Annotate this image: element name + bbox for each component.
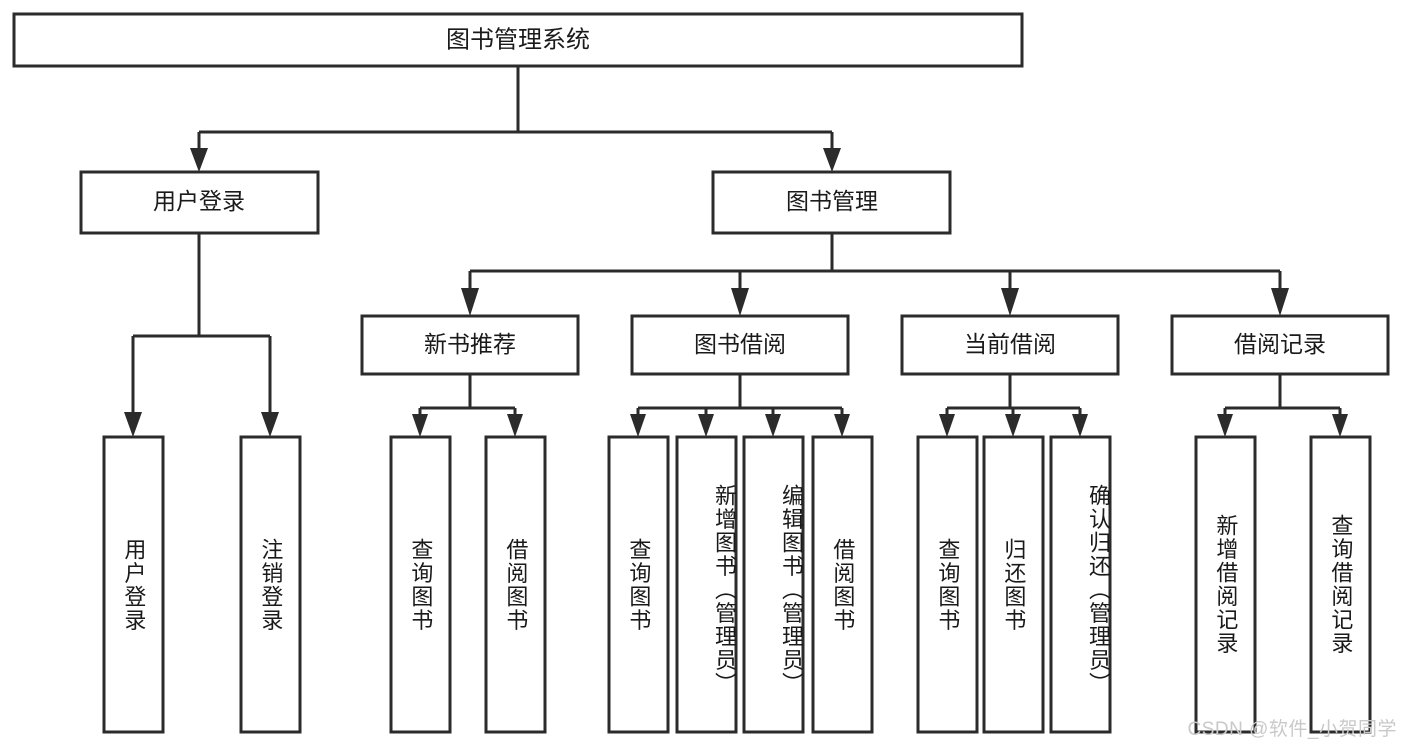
- node-current-borrow[interactable]: 当前借阅: [900, 314, 1120, 376]
- leaf-box-user-login[interactable]: [102, 435, 165, 734]
- arrow-head-new-book: [461, 288, 479, 316]
- arrow-head-leaf-user-login: [124, 412, 142, 437]
- leaf-box-br-query-record[interactable]: [1309, 435, 1372, 734]
- arrow-head-leaf-cb-1: [939, 414, 955, 437]
- node-root-label: 图书管理系统: [446, 26, 590, 53]
- leaf-box-bb-edit-book[interactable]: [742, 435, 805, 734]
- leaf-box-logout[interactable]: [239, 435, 302, 734]
- node-book-management[interactable]: 图书管理: [711, 170, 952, 235]
- arrow-head-leaf-bb-1: [630, 414, 646, 437]
- node-root-box[interactable]: [12, 12, 1024, 68]
- arrow-head-leaf-bb-4: [834, 414, 850, 437]
- node-root[interactable]: 图书管理系统: [12, 12, 1024, 68]
- arrow-head-user-login: [190, 148, 208, 172]
- watermark-text: CSDN @软件_小贺同学: [1187, 719, 1397, 740]
- node-borrow-record[interactable]: 借阅记录: [1170, 314, 1390, 376]
- node-user-login-label: 用户登录: [153, 188, 245, 214]
- leaf-box-cb-confirm-return[interactable]: [1049, 435, 1112, 734]
- arrow-head-leaf-nb-1: [412, 414, 428, 437]
- node-book-management-label: 图书管理: [786, 188, 878, 214]
- leaf-box-bb-add-book[interactable]: [675, 435, 738, 734]
- node-current-borrow-box[interactable]: [900, 314, 1120, 376]
- node-book-borrow-label: 图书借阅: [694, 331, 786, 357]
- connector-layer: [124, 66, 1348, 437]
- leaf-box-cb-return-book[interactable]: [982, 435, 1045, 734]
- node-current-borrow-label: 当前借阅: [964, 331, 1056, 357]
- arrow-head-leaf-cb-3: [1072, 414, 1088, 437]
- arrow-head-borrow-record: [1271, 288, 1289, 316]
- arrow-head-book-borrow: [731, 288, 749, 316]
- arrow-head-current-borrow: [1001, 288, 1019, 316]
- leaf-box-nb-query-book[interactable]: [389, 435, 452, 734]
- leaf-box-br-add-record[interactable]: [1194, 435, 1257, 734]
- node-book-management-box[interactable]: [711, 170, 952, 235]
- node-new-book-recommend-box[interactable]: [360, 314, 580, 376]
- arrow-head-leaf-nb-2: [507, 414, 523, 437]
- node-borrow-record-label: 借阅记录: [1234, 331, 1326, 357]
- arrow-head-leaf-cb-2: [1005, 414, 1021, 437]
- node-book-borrow[interactable]: 图书借阅: [630, 314, 850, 376]
- node-user-login-box[interactable]: [79, 170, 320, 235]
- node-new-book-recommend-label: 新书推荐: [424, 331, 516, 357]
- leaf-box-bb-borrow-book[interactable]: [811, 435, 874, 734]
- arrow-head-leaf-logout: [261, 412, 279, 437]
- arrow-head-leaf-br-1: [1217, 414, 1233, 437]
- node-new-book-recommend[interactable]: 新书推荐: [360, 314, 580, 376]
- node-borrow-record-box[interactable]: [1170, 314, 1390, 376]
- arrow-head-leaf-br-2: [1332, 414, 1348, 437]
- leaf-box-cb-query-book[interactable]: [916, 435, 979, 734]
- leaf-box-bb-query-book[interactable]: [607, 435, 670, 734]
- node-book-borrow-box[interactable]: [630, 314, 850, 376]
- leaf-box-layer: [102, 435, 1372, 734]
- leaf-box-nb-borrow-book[interactable]: [484, 435, 547, 734]
- node-user-login[interactable]: 用户登录: [79, 170, 320, 235]
- arrow-head-leaf-bb-2: [698, 414, 714, 437]
- arrow-head-leaf-bb-3: [765, 414, 781, 437]
- arrow-head-book-mgmt: [823, 148, 841, 172]
